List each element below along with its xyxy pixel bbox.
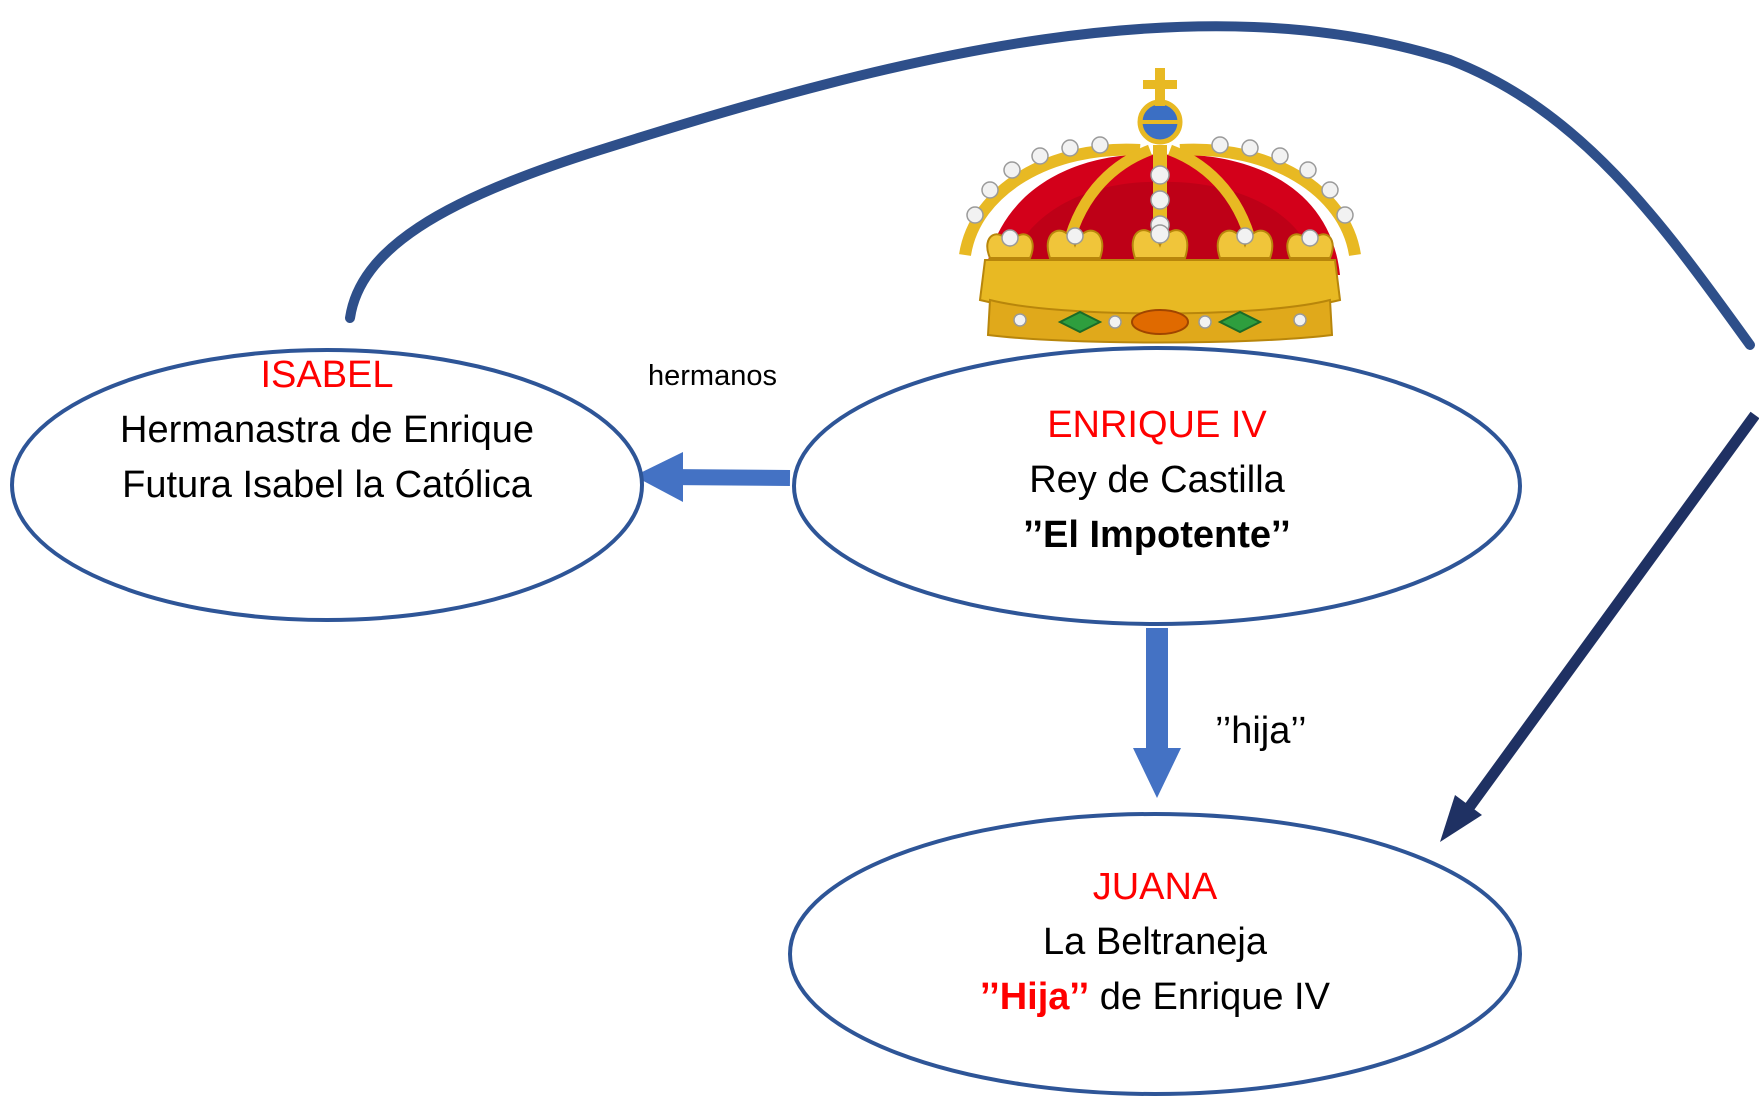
juana-line-1: La Beltraneja <box>1043 921 1267 964</box>
isabel-title: ISABEL <box>260 354 394 396</box>
hermanos-arrowhead <box>634 452 683 502</box>
juana-line-2-rest: de Enrique IV <box>1089 976 1330 1019</box>
isabel-line-2: Futura Isabel la Católica <box>122 464 532 507</box>
enrique-title: ENRIQUE IV <box>1047 404 1267 446</box>
isabel-line-1: Hermanastra de Enrique <box>120 409 534 452</box>
isabel-node-shape <box>10 348 644 622</box>
juana-title: JUANA <box>1092 866 1218 908</box>
isabel-node: ISABEL Hermanastra de Enrique Futura Isa… <box>52 348 602 513</box>
juana-line-2: ’’Hija’’ de Enrique IV <box>880 970 1430 1025</box>
hermanos-label: hermanos <box>648 360 777 392</box>
juana-arrowhead <box>1440 795 1482 842</box>
enrique-node: ENRIQUE IV Rey de Castilla ’’El Impotent… <box>882 398 1432 563</box>
enrique-line-2: ’’El Impotente’’ <box>1023 514 1291 557</box>
juana-node: JUANA La Beltraneja ’’Hija’’ de Enrique … <box>880 860 1430 1025</box>
royal-crown-icon <box>959 68 1361 344</box>
hija-arrowhead <box>1133 748 1181 798</box>
hermanos-arrow-line <box>664 469 791 486</box>
curve-to-juana-arrow <box>1455 411 1759 824</box>
juana-hija-emphasis: ’’Hija’’ <box>980 976 1090 1019</box>
isabel-juana-curve <box>345 21 1755 350</box>
enrique-line-1: Rey de Castilla <box>1029 459 1285 502</box>
juana-node-shape <box>788 812 1522 1096</box>
hija-label: ’’hija’’ <box>1215 710 1307 752</box>
enrique-node-shape <box>792 346 1522 626</box>
